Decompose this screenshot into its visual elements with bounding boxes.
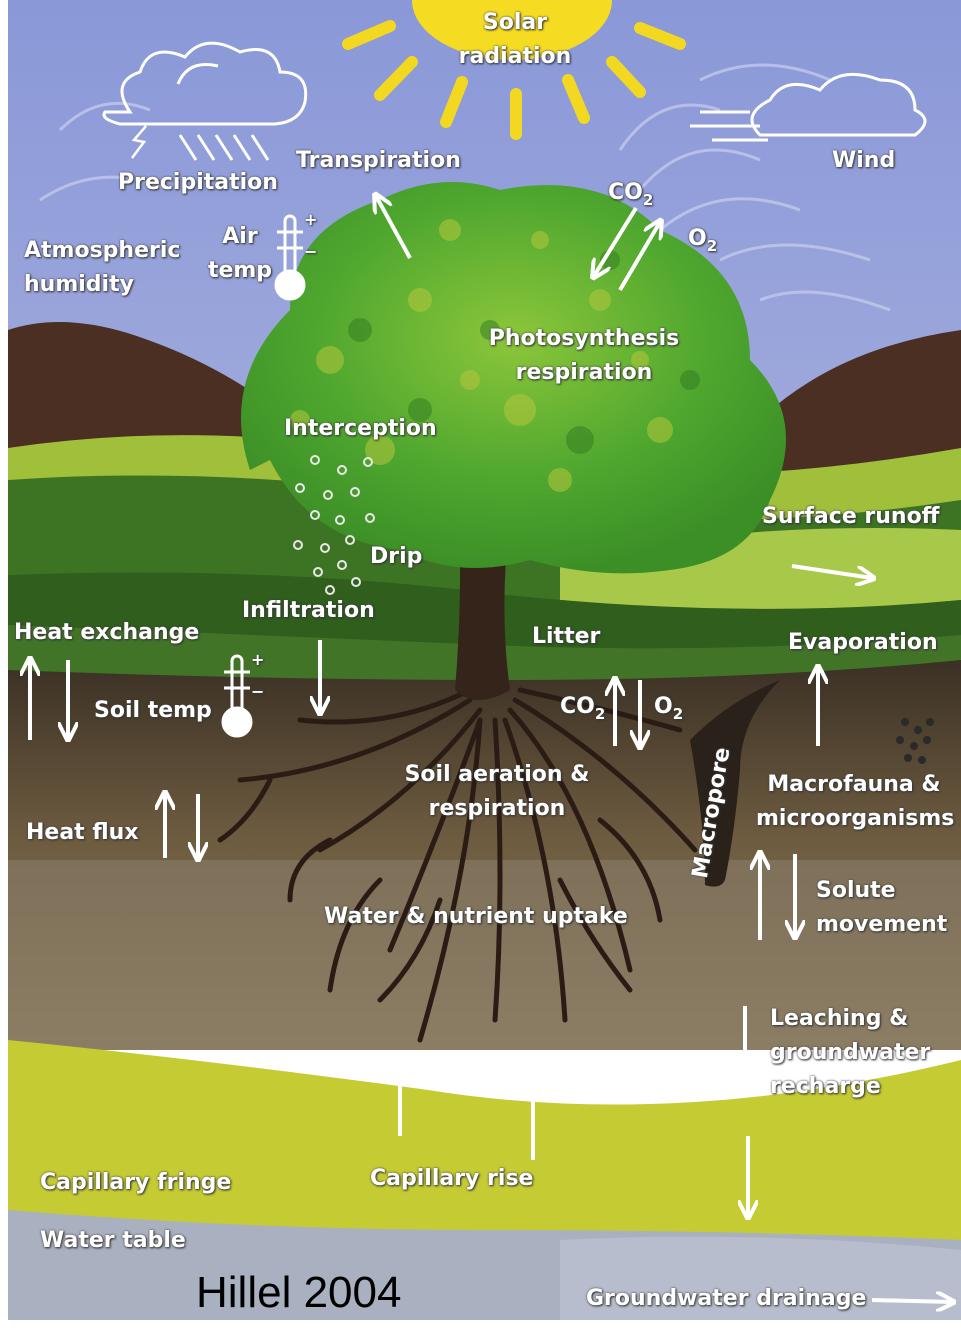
label-co2-air: CO2 bbox=[608, 176, 653, 217]
label-litter: Litter bbox=[532, 620, 600, 654]
soil-co2-text: CO bbox=[560, 694, 595, 719]
label-water-table: Water table bbox=[40, 1224, 186, 1258]
label-surface-runoff: Surface runoff bbox=[762, 500, 940, 534]
label-heat-exchange: Heat exchange bbox=[14, 616, 199, 650]
label-o2-air: O2 bbox=[688, 222, 717, 263]
o2-text: O bbox=[688, 226, 707, 251]
label-o2-soil: O2 bbox=[654, 690, 683, 731]
label-water-nutrient-uptake: Water & nutrient uptake bbox=[324, 900, 628, 934]
label-leaching-line1: Leaching & bbox=[770, 1002, 930, 1036]
label-soil-aeration-line2: respiration bbox=[394, 792, 600, 826]
label-photosynthesis-line1: Photosynthesis bbox=[486, 322, 682, 356]
label-macrofauna: Macrofauna & microorganisms bbox=[756, 768, 952, 836]
co2-subscript: 2 bbox=[643, 191, 653, 209]
label-leaching-line3: recharge bbox=[770, 1070, 930, 1104]
label-heat-flux: Heat flux bbox=[26, 816, 139, 850]
label-photosynthesis: Photosynthesis respiration bbox=[486, 322, 682, 390]
label-air-temp: Air temp bbox=[204, 220, 276, 288]
label-groundwater-drainage: Groundwater drainage bbox=[586, 1282, 866, 1316]
label-co2-soil: CO2 bbox=[560, 690, 605, 731]
label-air-line2: temp bbox=[204, 254, 276, 288]
label-soil-aeration-line1: Soil aeration & bbox=[394, 758, 600, 792]
label-air-line1: Air bbox=[204, 220, 276, 254]
label-transpiration: Transpiration bbox=[296, 144, 461, 178]
label-solute-line1: Solute bbox=[816, 874, 947, 908]
soil-o2-subscript: 2 bbox=[673, 705, 683, 723]
label-solute-line2: movement bbox=[816, 908, 947, 942]
drainage-arrow bbox=[872, 1300, 952, 1302]
label-leaching: Leaching & groundwater recharge bbox=[770, 1002, 930, 1104]
label-photosynthesis-line2: respiration bbox=[486, 356, 682, 390]
o2-subscript: 2 bbox=[707, 237, 717, 255]
label-atmospheric-humidity: Atmospheric humidity bbox=[24, 234, 180, 302]
label-solar-line2: radiation bbox=[450, 40, 580, 74]
label-infiltration: Infiltration bbox=[242, 594, 375, 628]
label-atmospheric-line2: humidity bbox=[24, 268, 180, 302]
soil-thermometer-plus: + bbox=[251, 652, 264, 668]
label-interception: Interception bbox=[284, 412, 437, 446]
air-thermometer-minus: − bbox=[304, 244, 317, 260]
label-wind: Wind bbox=[832, 144, 895, 178]
label-solute-movement: Solute movement bbox=[816, 874, 947, 942]
soil-thermometer-minus: − bbox=[251, 684, 264, 700]
label-soil-temp: Soil temp bbox=[94, 694, 212, 728]
label-precipitation: Precipitation bbox=[118, 166, 278, 200]
label-evaporation: Evaporation bbox=[788, 626, 938, 660]
soil-o2-text: O bbox=[654, 694, 673, 719]
label-solar-radiation: Solar radiation bbox=[450, 6, 580, 74]
co2-text: CO bbox=[608, 180, 643, 205]
label-capillary-rise: Capillary rise bbox=[370, 1162, 533, 1196]
label-capillary-fringe: Capillary fringe bbox=[40, 1166, 231, 1200]
label-soil-aeration: Soil aeration & respiration bbox=[394, 758, 600, 826]
label-leaching-line2: groundwater bbox=[770, 1036, 930, 1070]
label-drip: Drip bbox=[370, 540, 422, 574]
air-thermometer-plus: + bbox=[304, 212, 317, 228]
citation-credit: Hillel 2004 bbox=[196, 1268, 401, 1318]
label-atmospheric-line1: Atmospheric bbox=[24, 234, 180, 268]
label-macrofauna-line1: Macrofauna & bbox=[756, 768, 952, 802]
soil-co2-subscript: 2 bbox=[595, 705, 605, 723]
label-solar-line1: Solar bbox=[450, 6, 580, 40]
label-macrofauna-line2: microorganisms bbox=[756, 802, 952, 836]
